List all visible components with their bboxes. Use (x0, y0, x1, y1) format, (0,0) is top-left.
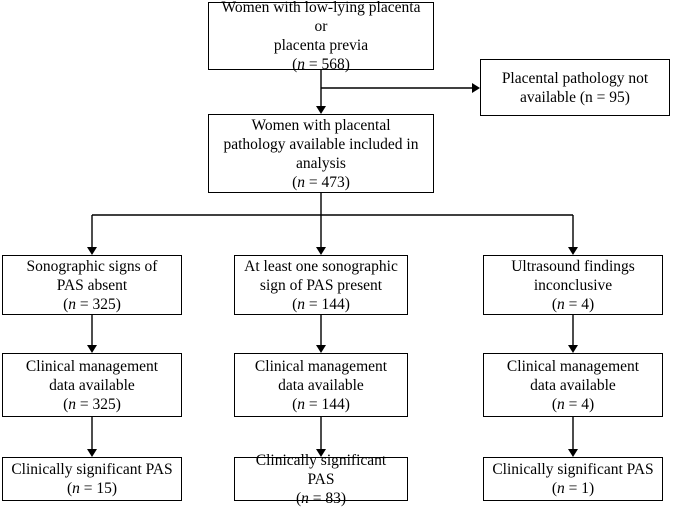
node-text: PAS absent (56, 276, 128, 294)
node-text: Clinically significant PAS (255, 451, 387, 488)
arrowhead (316, 449, 326, 457)
node-text: Ultrasound findings (511, 257, 635, 275)
node-count: (n = 4) (551, 395, 595, 413)
node-absent-management: Clinical management data available (n = … (2, 353, 182, 417)
node-text: data available (530, 376, 616, 394)
node-text: inconclusive (533, 276, 613, 294)
node-absent-pas: Clinically significant PAS (n = 15) (2, 457, 182, 501)
node-text: sign of PAS present (259, 276, 383, 294)
node-inconclusive: Ultrasound findings inconclusive (n = 4) (483, 255, 663, 315)
node-count: (n = 325) (63, 395, 121, 413)
node-text: data available (49, 376, 135, 394)
node-count: (n = 4) (551, 295, 595, 313)
node-start: Women with low-lying placenta or placent… (208, 0, 434, 73)
node-count: (n = 568) (292, 56, 350, 73)
node-text: Women with low-lying placenta or (221, 0, 421, 35)
node-count: (n = 15) (66, 480, 118, 497)
node-text: available (n = 95) (520, 88, 630, 106)
node-count: (n = 325) (63, 295, 121, 313)
node-text: Clinical management (254, 357, 388, 375)
node-text: data available (278, 376, 364, 394)
arrowhead (568, 247, 578, 255)
node-inconclusive-pas: Clinically significant PAS (n = 1) (483, 457, 663, 501)
node-text: pathology available included in (223, 135, 419, 153)
node-text: Clinical management (506, 357, 640, 375)
arrowhead (568, 449, 578, 457)
node-absent: Sonographic signs of PAS absent (n = 325… (2, 255, 182, 315)
node-excluded: Placental pathology not available (n = 9… (480, 59, 670, 116)
node-included: Women with placental pathology available… (208, 114, 434, 193)
node-text: Clinically significant PAS (11, 461, 173, 478)
node-text: placenta previa (273, 37, 369, 54)
node-count: (n = 473) (292, 173, 350, 191)
node-text: Women with placental (251, 116, 391, 134)
node-present-management: Clinical management data available (n = … (234, 353, 408, 417)
node-count: (n = 1) (551, 480, 595, 497)
node-present-pas: Clinically significant PAS (n = 83) (234, 452, 408, 507)
node-text: analysis (296, 154, 346, 172)
arrowhead (87, 247, 97, 255)
arrowhead (568, 345, 578, 353)
arrowhead (316, 345, 326, 353)
arrowhead (472, 83, 480, 93)
node-count: (n = 144) (292, 295, 350, 313)
node-text: Sonographic signs of (26, 257, 158, 275)
arrowhead (87, 345, 97, 353)
node-text: Clinical management (25, 357, 159, 375)
arrowhead (87, 449, 97, 457)
node-count: (n = 144) (292, 395, 350, 413)
node-text: At least one sonographic (244, 257, 398, 275)
node-inconclusive-management: Clinical management data available (n = … (483, 353, 663, 417)
node-present: At least one sonographic sign of PAS pre… (234, 255, 408, 315)
node-count: (n = 83) (295, 489, 347, 507)
arrowhead (316, 247, 326, 255)
arrowhead (316, 106, 326, 114)
node-text: Placental pathology not (501, 69, 649, 87)
node-text: Clinically significant PAS (492, 461, 654, 478)
